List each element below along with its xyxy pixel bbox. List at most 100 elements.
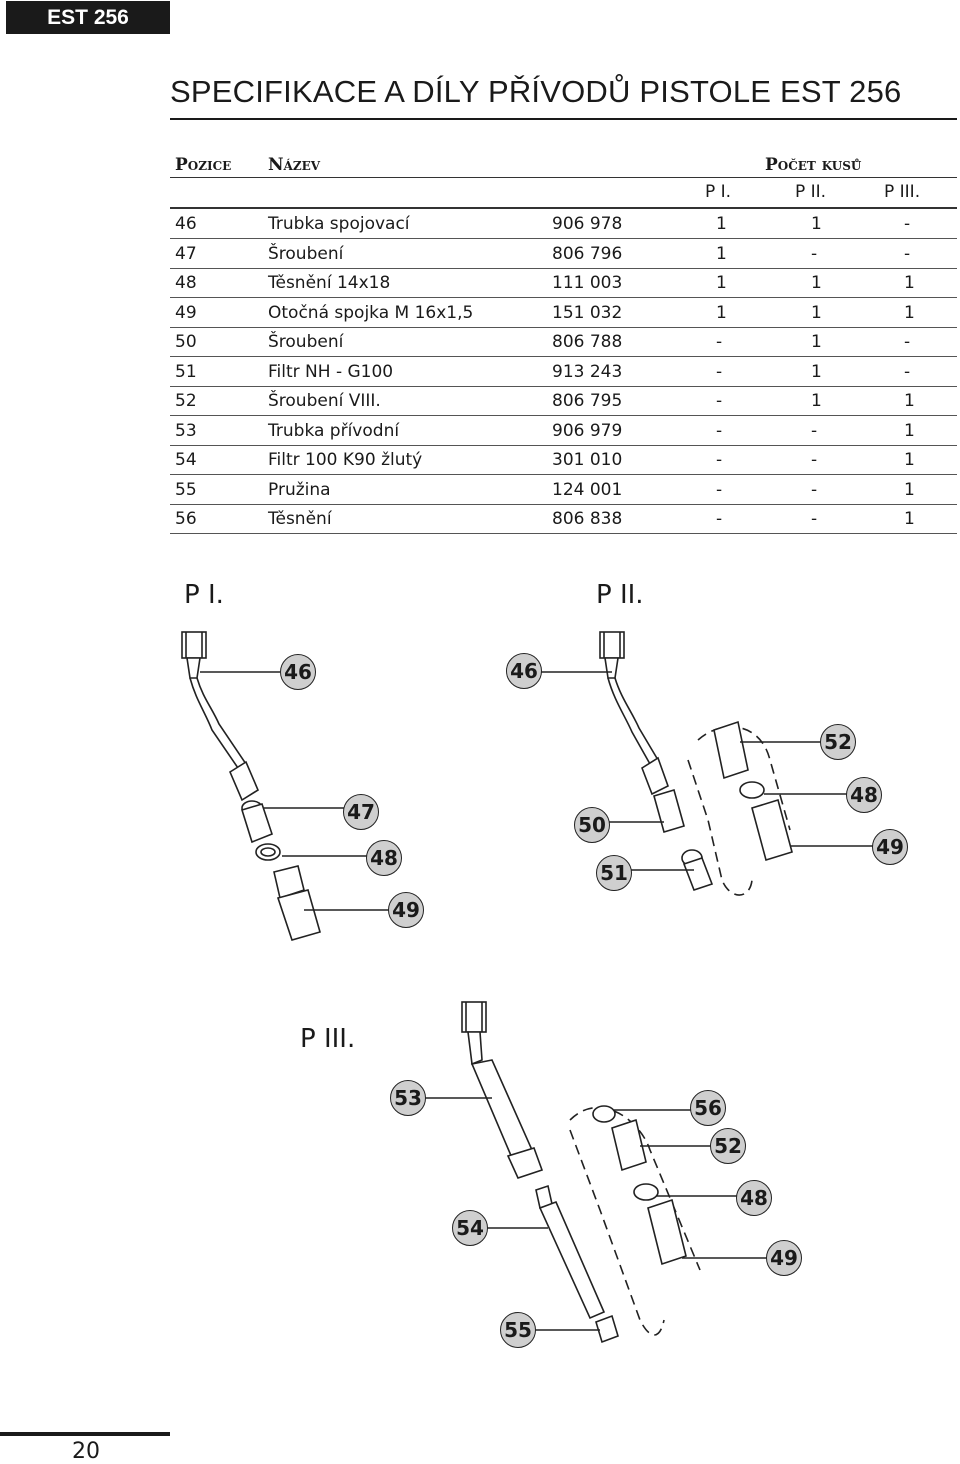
- cell-p2: -: [811, 243, 818, 264]
- cell-p3: -: [904, 214, 911, 234]
- cell-p3: -: [904, 332, 911, 352]
- cell-p3: 1: [904, 450, 915, 470]
- cell-pos: 56: [175, 509, 197, 529]
- cell-pos: 49: [175, 302, 197, 323]
- cell-p1: 1: [716, 214, 727, 234]
- cell-code: 124 001: [552, 479, 623, 500]
- document-tag: EST 256: [6, 1, 170, 34]
- cell-p2: 1: [811, 214, 822, 234]
- cell-p2: 1: [811, 391, 822, 411]
- cell-p3: 1: [904, 509, 915, 529]
- callout-p3-54: 54: [452, 1210, 488, 1246]
- cell-pos: 53: [175, 420, 197, 441]
- callout-p2-51: 51: [596, 855, 632, 891]
- cell-p3: -: [904, 361, 911, 382]
- diagram-label-p3: P III.: [300, 1024, 356, 1054]
- page-title: SPECIFIKACE A DÍLY PŘÍVODŮ PISTOLE EST 2…: [170, 74, 902, 109]
- cell-p2: 1: [811, 361, 822, 382]
- page-number: 20: [72, 1439, 100, 1464]
- cell-p1: 1: [716, 302, 727, 323]
- cell-p2: 1: [811, 332, 822, 352]
- cell-pos: 46: [175, 214, 197, 234]
- callout-p2-49: 49: [872, 829, 908, 865]
- callout-p1-48: 48: [366, 840, 402, 876]
- cell-p1: -: [716, 509, 723, 529]
- cell-p2: -: [811, 420, 818, 441]
- cell-code: 806 795: [552, 391, 623, 411]
- cell-pos: 54: [175, 450, 197, 470]
- column-header-position: Pozice: [175, 155, 232, 175]
- cell-code: 906 978: [552, 214, 623, 234]
- cell-p2: -: [811, 509, 818, 529]
- cell-p2: -: [811, 479, 818, 500]
- cell-name: Šroubení: [268, 332, 344, 352]
- callout-p1-49: 49: [388, 892, 424, 928]
- cell-p1: -: [716, 450, 723, 470]
- variant-header-p1: P I.: [705, 182, 732, 202]
- callout-p3-52: 52: [710, 1128, 746, 1164]
- callout-p1-46: 46: [280, 654, 316, 690]
- callout-p2-46: 46: [506, 653, 542, 689]
- cell-p1: -: [716, 391, 723, 411]
- cell-pos: 48: [175, 273, 197, 293]
- cell-p1: -: [716, 479, 723, 500]
- cell-p3: 1: [904, 302, 915, 323]
- callout-p2-50: 50: [574, 807, 610, 843]
- cell-code: 301 010: [552, 450, 623, 470]
- variant-header-p3: P III.: [884, 182, 921, 202]
- variant-header-p2: P II.: [795, 182, 827, 202]
- cell-p2: 1: [811, 273, 822, 293]
- table-row: 54 Filtr 100 K90 žlutý 301 010 - - 1: [170, 445, 957, 475]
- callout-p3-48: 48: [736, 1180, 772, 1216]
- callout-p1-47: 47: [343, 794, 379, 830]
- cell-p3: 1: [904, 391, 915, 411]
- assembly-p3-drawing: [422, 1001, 768, 1344]
- cell-name: Pružina: [268, 479, 331, 500]
- diagram-label-p1: P I.: [184, 580, 224, 610]
- cell-name: Trubka přívodní: [268, 420, 400, 441]
- table-row: 46 Trubka spojovací 906 978 1 1 -: [170, 209, 957, 239]
- column-header-name: Název: [268, 155, 321, 175]
- cell-name: Těsnění 14x18: [268, 273, 391, 293]
- column-header-count: Počet kusů: [765, 155, 862, 175]
- cell-code: 806 788: [552, 332, 623, 352]
- callout-p3-49: 49: [766, 1240, 802, 1276]
- callout-p2-52: 52: [820, 724, 856, 760]
- callout-p3-55: 55: [500, 1312, 536, 1348]
- cell-pos: 47: [175, 243, 197, 264]
- cell-name: Šroubení VIII.: [268, 391, 381, 411]
- cell-p1: 1: [716, 273, 727, 293]
- cell-code: 806 796: [552, 243, 623, 264]
- cell-code: 111 003: [552, 273, 623, 293]
- cell-name: Otočná spojka M 16x1,5: [268, 302, 474, 323]
- cell-p1: -: [716, 420, 723, 441]
- subheader-divider: [170, 207, 957, 209]
- cell-p3: -: [904, 243, 911, 264]
- cell-name: Filtr 100 K90 žlutý: [268, 450, 423, 470]
- header-divider: [170, 177, 957, 178]
- cell-pos: 51: [175, 361, 197, 382]
- assembly-p1-drawing: [181, 631, 392, 941]
- cell-name: Trubka spojovací: [268, 214, 410, 234]
- cell-p3: 1: [904, 273, 915, 293]
- table-row: 55 Pružina 124 001 - - 1: [170, 475, 957, 505]
- cell-p2: -: [811, 450, 818, 470]
- cell-p3: 1: [904, 479, 915, 500]
- assembly-p2-drawing: [540, 631, 874, 896]
- cell-p2: 1: [811, 302, 822, 323]
- cell-p3: 1: [904, 420, 915, 441]
- cell-pos: 50: [175, 332, 197, 352]
- cell-pos: 55: [175, 479, 197, 500]
- cell-pos: 52: [175, 391, 197, 411]
- diagram-label-p2: P II.: [596, 580, 644, 610]
- cell-code: 906 979: [552, 420, 623, 441]
- cell-name: Těsnění: [268, 509, 332, 529]
- callout-p3-53: 53: [390, 1080, 426, 1116]
- callout-p3-56: 56: [690, 1090, 726, 1126]
- cell-p1: -: [716, 332, 723, 352]
